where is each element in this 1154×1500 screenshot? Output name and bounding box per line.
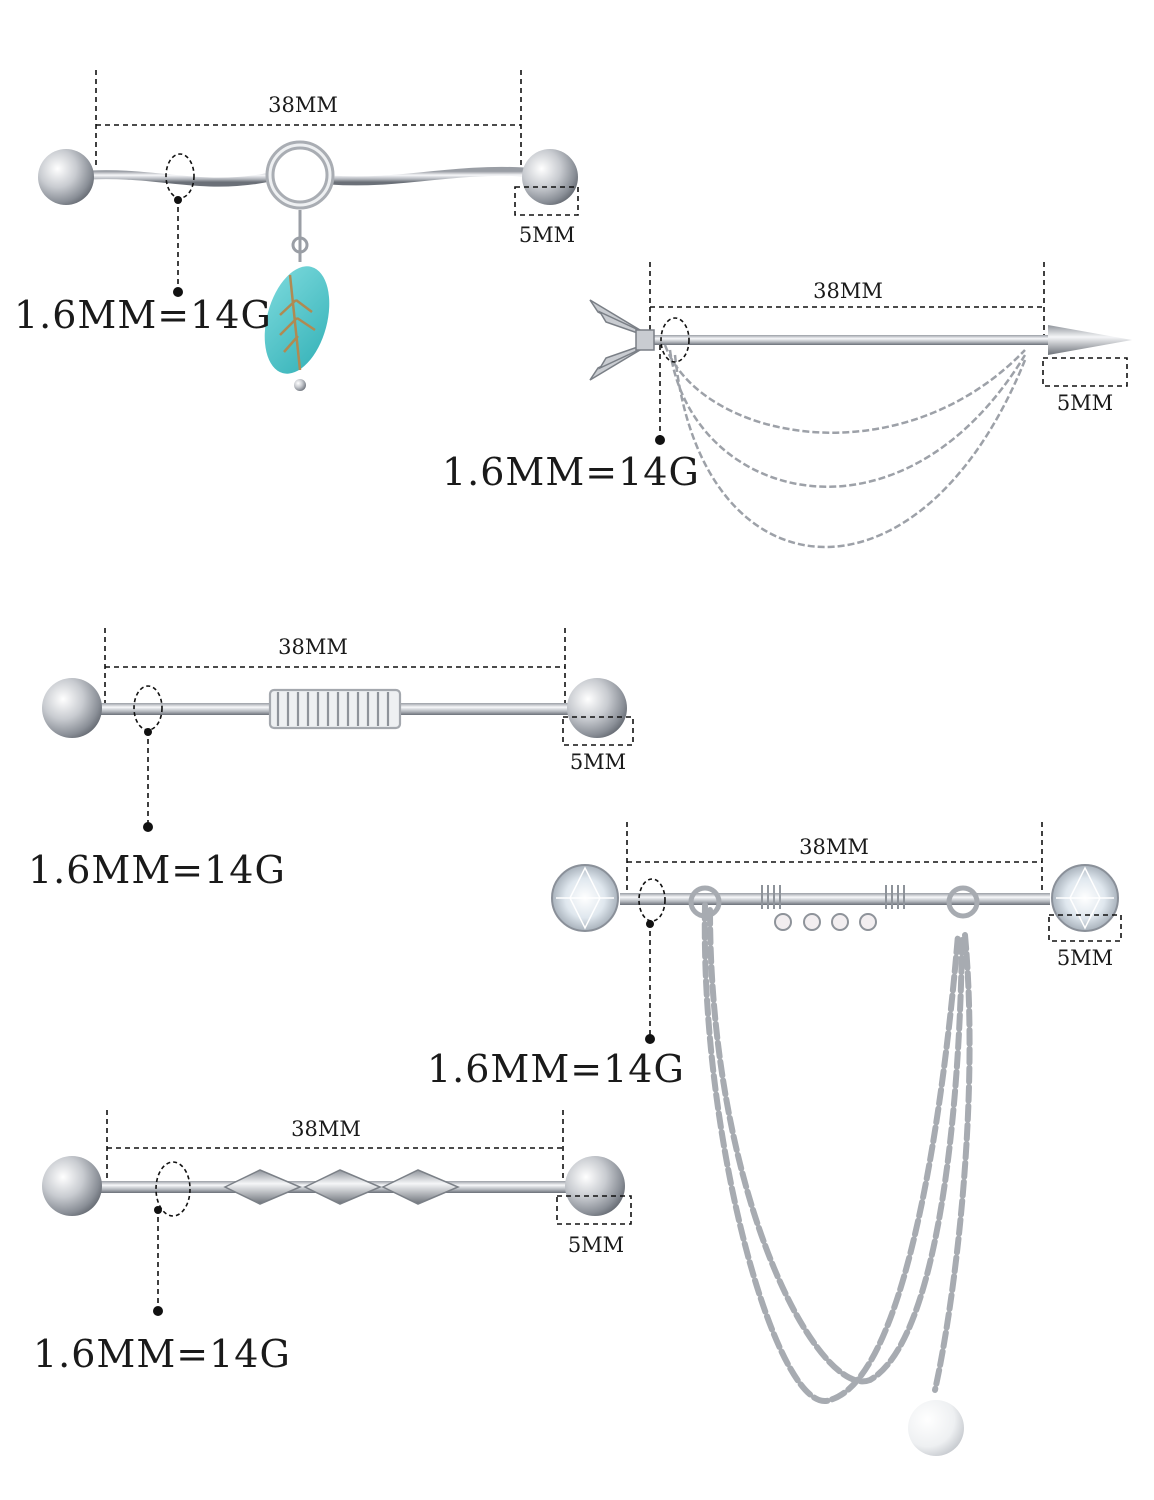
ball-size-label: 5MM [568,1233,624,1257]
right-ball-icon [565,1156,625,1216]
diamond-beads-icon [223,1169,460,1205]
ball-size-label: 5MM [519,223,575,247]
ball-size-box [514,186,579,216]
ball-size-box [556,1195,632,1225]
gauge-marker [638,878,666,922]
barbell-gem-chain-pearl: 38MM 1.6MM=14G 5MM [427,822,1122,1456]
barbell-arrow-chains: 38MM 1.6MM=14G 5MM [442,262,1132,549]
length-label: 38MM [268,93,338,117]
gauge-label: 1.6MM=14G [14,293,272,337]
length-label: 38MM [278,635,348,659]
gauge-marker [660,317,690,363]
right-gem-icon [1051,864,1119,932]
left-gem-icon [551,864,619,932]
chains-icon [663,344,1027,549]
curved-bar [85,166,530,187]
coil-icon [268,688,402,730]
barbell-coil: 38MM 1.6MM=14G 5MM [28,628,634,892]
turquoise-leaf-icon [264,266,330,374]
pearl-icon [908,1400,964,1456]
ball-size-box [562,716,634,746]
arrow-fletching-icon [589,299,655,381]
ball-size-box [1048,914,1122,942]
length-label: 38MM [799,835,869,859]
heavy-chains-icon [701,902,973,1404]
left-ball-icon [42,678,102,738]
gauge-label: 1.6MM=14G [442,450,700,494]
coil-charms-icon [761,885,905,931]
length-label: 38MM [291,1117,361,1141]
straight-bar [650,335,1050,345]
straight-bar [620,893,1050,905]
ball-size-label: 5MM [1057,946,1113,970]
right-ball-icon [567,678,627,738]
gauge-label: 1.6MM=14G [427,1047,685,1091]
gauge-marker [155,1161,191,1217]
barbell-diamond-beads: 38MM 1.6MM=14G 5MM [33,1110,632,1376]
gauge-label: 1.6MM=14G [33,1332,291,1376]
length-label: 38MM [813,279,883,303]
right-ball-icon [522,149,578,205]
left-ball-icon [38,149,94,205]
ball-size-label: 5MM [1057,391,1113,415]
gauge-label: 1.6MM=14G [28,848,286,892]
ball-size-box [1042,357,1128,387]
ball-size-label: 5MM [570,750,626,774]
left-ball-icon [42,1156,102,1216]
spike-tip-icon [1048,325,1132,355]
barbell-leaf-charm: 38MM 1.6MM=14G 5MM [14,70,579,391]
